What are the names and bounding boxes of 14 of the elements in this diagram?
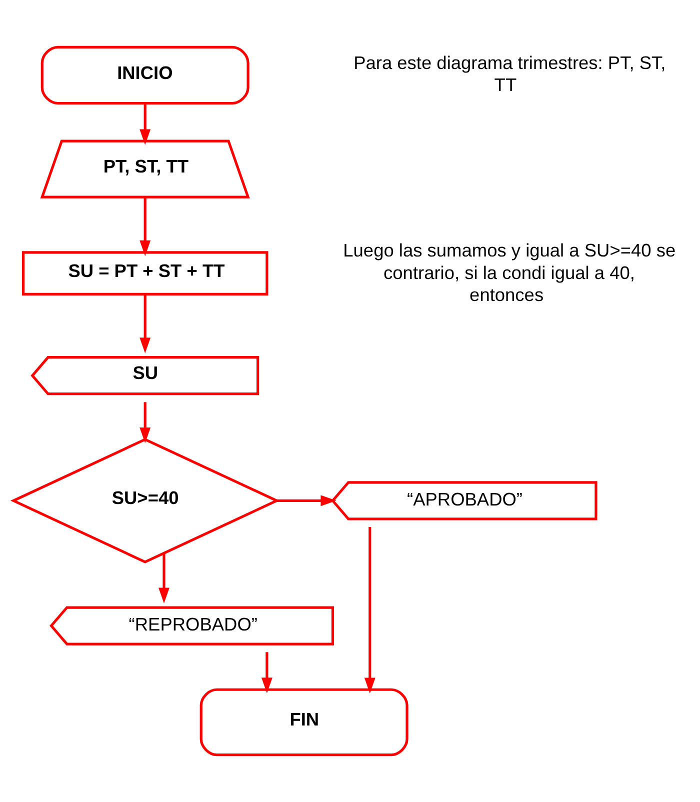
label: Para este diagrama trimestres: PT, ST, TT <box>354 52 666 96</box>
arrow <box>261 652 272 694</box>
node-box: FIN <box>200 688 408 756</box>
node-box: SU = PT + ST + TT <box>22 251 268 296</box>
node-box: INICIO <box>40 46 250 105</box>
arrow <box>140 198 151 256</box>
arrow <box>140 294 151 354</box>
label: Luego las sumamos y igual a SU>=40 se contrario, si la condi igual a 40, entonces <box>343 240 676 305</box>
node-diamond: SU>=40 <box>10 438 280 564</box>
arrow <box>140 402 151 444</box>
arrow <box>140 103 151 145</box>
arrow <box>364 526 376 694</box>
arrow <box>276 495 336 506</box>
arrow <box>158 553 170 604</box>
